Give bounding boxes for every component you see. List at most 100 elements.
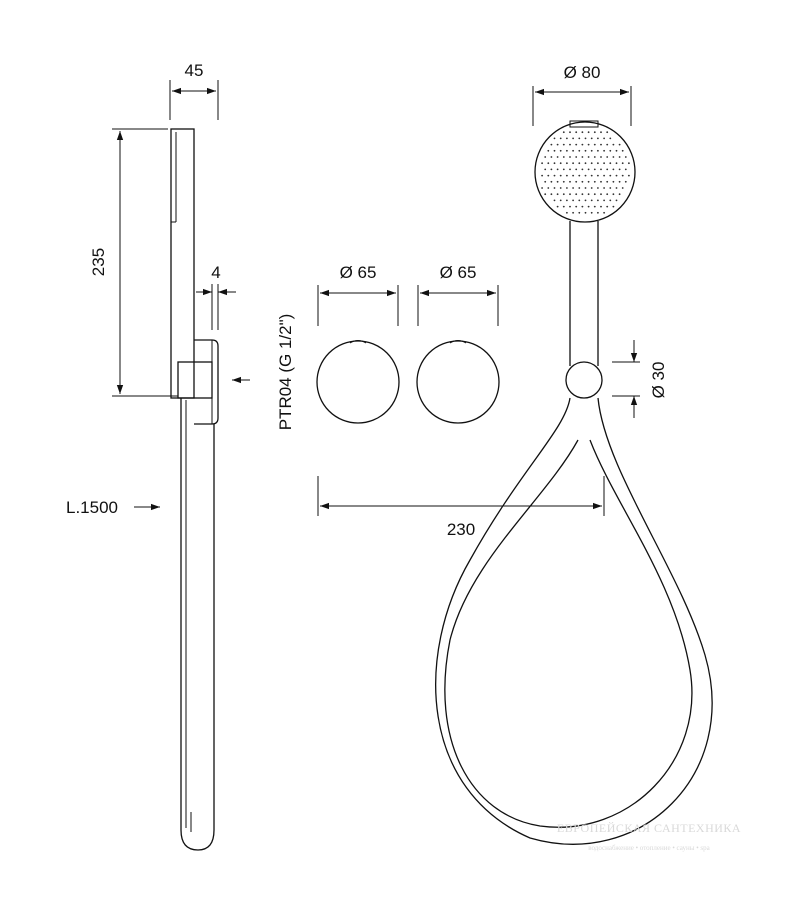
nozzle-dot bbox=[569, 193, 571, 196]
nozzle-dot bbox=[559, 187, 562, 189]
nozzle-dot bbox=[593, 193, 596, 196]
nozzle-dot bbox=[581, 168, 584, 171]
nozzle-dot bbox=[597, 162, 599, 165]
nozzle-dot bbox=[615, 149, 618, 152]
nozzle-dot bbox=[566, 211, 568, 214]
watermark-subtitle: водоснабжение • отопление • сауны • spa bbox=[588, 844, 710, 852]
nozzle-dot bbox=[593, 156, 596, 158]
nozzle-dot bbox=[615, 174, 618, 177]
hand-shower-body bbox=[170, 128, 195, 399]
nozzle-dot bbox=[559, 199, 562, 202]
nozzle-dot bbox=[603, 187, 605, 189]
nozzle-dot bbox=[593, 168, 596, 171]
nozzle-dot bbox=[562, 131, 565, 134]
nozzle-dot bbox=[587, 180, 590, 183]
nozzle-dot bbox=[606, 205, 609, 208]
nozzle-dot bbox=[572, 137, 574, 140]
nozzle-dot bbox=[621, 187, 624, 189]
nozzle-dot bbox=[553, 187, 556, 189]
nozzle-dot bbox=[606, 168, 609, 171]
nozzle-dot bbox=[584, 211, 587, 214]
nozzle-dot bbox=[569, 156, 571, 158]
nozzle-dot bbox=[553, 199, 556, 202]
nozzle-dot bbox=[600, 156, 602, 158]
nozzle-dot bbox=[597, 187, 599, 189]
nozzle-dot bbox=[569, 143, 571, 146]
nozzle-dot bbox=[590, 174, 593, 177]
nozzle-dot bbox=[559, 137, 562, 140]
hose-loop-inner bbox=[444, 439, 693, 828]
nozzle-dot bbox=[593, 205, 596, 208]
nozzle-dot bbox=[584, 174, 587, 177]
nozzle-dot bbox=[590, 149, 593, 152]
shower-head bbox=[534, 121, 636, 223]
nozzle-dot bbox=[578, 211, 581, 214]
nozzle-dot bbox=[556, 156, 559, 158]
nozzle-dot bbox=[578, 174, 581, 177]
nozzle-dot bbox=[603, 149, 605, 152]
nozzle-dot bbox=[553, 162, 556, 165]
nozzle-dot bbox=[628, 162, 630, 165]
front-view: Ø 80 Ø 30 bbox=[435, 63, 713, 845]
wall-plate bbox=[194, 339, 219, 425]
nozzle-dot bbox=[606, 156, 609, 158]
nozzle-dot bbox=[609, 187, 612, 189]
nozzle-dot bbox=[584, 162, 587, 165]
nozzle-dot bbox=[615, 199, 618, 202]
nozzle-dot bbox=[556, 193, 559, 196]
watermark-title: ЕВРОПЕЙСКАЯ САНТЕХНИКА bbox=[557, 821, 741, 835]
nozzle-dot bbox=[575, 193, 578, 196]
nozzle-dot bbox=[569, 180, 571, 183]
nozzle-dot bbox=[612, 193, 615, 196]
nozzle-dot bbox=[600, 205, 602, 208]
nozzle-dot bbox=[603, 162, 605, 165]
nozzle-dot bbox=[609, 149, 612, 152]
nozzle-dot bbox=[597, 149, 599, 152]
nozzle-dot bbox=[606, 143, 609, 146]
dimension-dia-80: Ø 80 bbox=[564, 63, 601, 82]
nozzle-dot bbox=[556, 180, 559, 183]
nozzle-dot bbox=[572, 174, 574, 177]
nozzle-dot bbox=[587, 131, 590, 134]
nozzle-dot bbox=[572, 199, 574, 202]
nozzle-dot bbox=[621, 162, 624, 165]
nozzle-dot bbox=[556, 205, 559, 208]
nozzle-dot bbox=[553, 149, 556, 152]
nozzle-dot bbox=[578, 149, 581, 152]
nozzle-dot bbox=[575, 143, 578, 146]
nozzle-dot bbox=[547, 174, 550, 177]
nozzle-dot bbox=[541, 162, 543, 165]
nozzle-dot bbox=[587, 193, 590, 196]
nozzle-dot bbox=[566, 199, 568, 202]
nozzle-dot bbox=[615, 187, 618, 189]
nozzle-dot bbox=[569, 205, 571, 208]
nozzle-dot bbox=[584, 199, 587, 202]
nozzle-pattern bbox=[541, 131, 630, 214]
nozzle-dot bbox=[572, 162, 574, 165]
nozzle-dot bbox=[566, 187, 568, 189]
nozzle-dot bbox=[612, 205, 615, 208]
hose-side-view bbox=[180, 398, 215, 851]
nozzle-dot bbox=[600, 193, 602, 196]
wall-plate-left bbox=[316, 340, 400, 424]
nozzle-dot bbox=[544, 193, 547, 196]
nozzle-dot bbox=[575, 156, 578, 158]
nozzle-dot bbox=[600, 143, 602, 146]
nozzle-dot bbox=[593, 180, 596, 183]
dimension-dia-65-right: Ø 65 bbox=[440, 263, 477, 282]
nozzle-dot bbox=[609, 162, 612, 165]
nozzle-dot bbox=[581, 180, 584, 183]
nozzle-dot bbox=[618, 180, 621, 183]
nozzle-dot bbox=[562, 168, 565, 171]
nozzle-dot bbox=[550, 156, 553, 158]
nozzle-dot bbox=[550, 193, 553, 196]
nozzle-dot bbox=[550, 143, 553, 146]
nozzle-dot bbox=[612, 156, 615, 158]
nozzle-dot bbox=[609, 137, 612, 140]
nozzle-dot bbox=[553, 174, 556, 177]
nozzle-dot bbox=[609, 174, 612, 177]
nozzle-dot bbox=[547, 162, 550, 165]
nozzle-dot bbox=[597, 199, 599, 202]
hose-loop-outer bbox=[435, 397, 713, 845]
nozzle-dot bbox=[544, 180, 547, 183]
